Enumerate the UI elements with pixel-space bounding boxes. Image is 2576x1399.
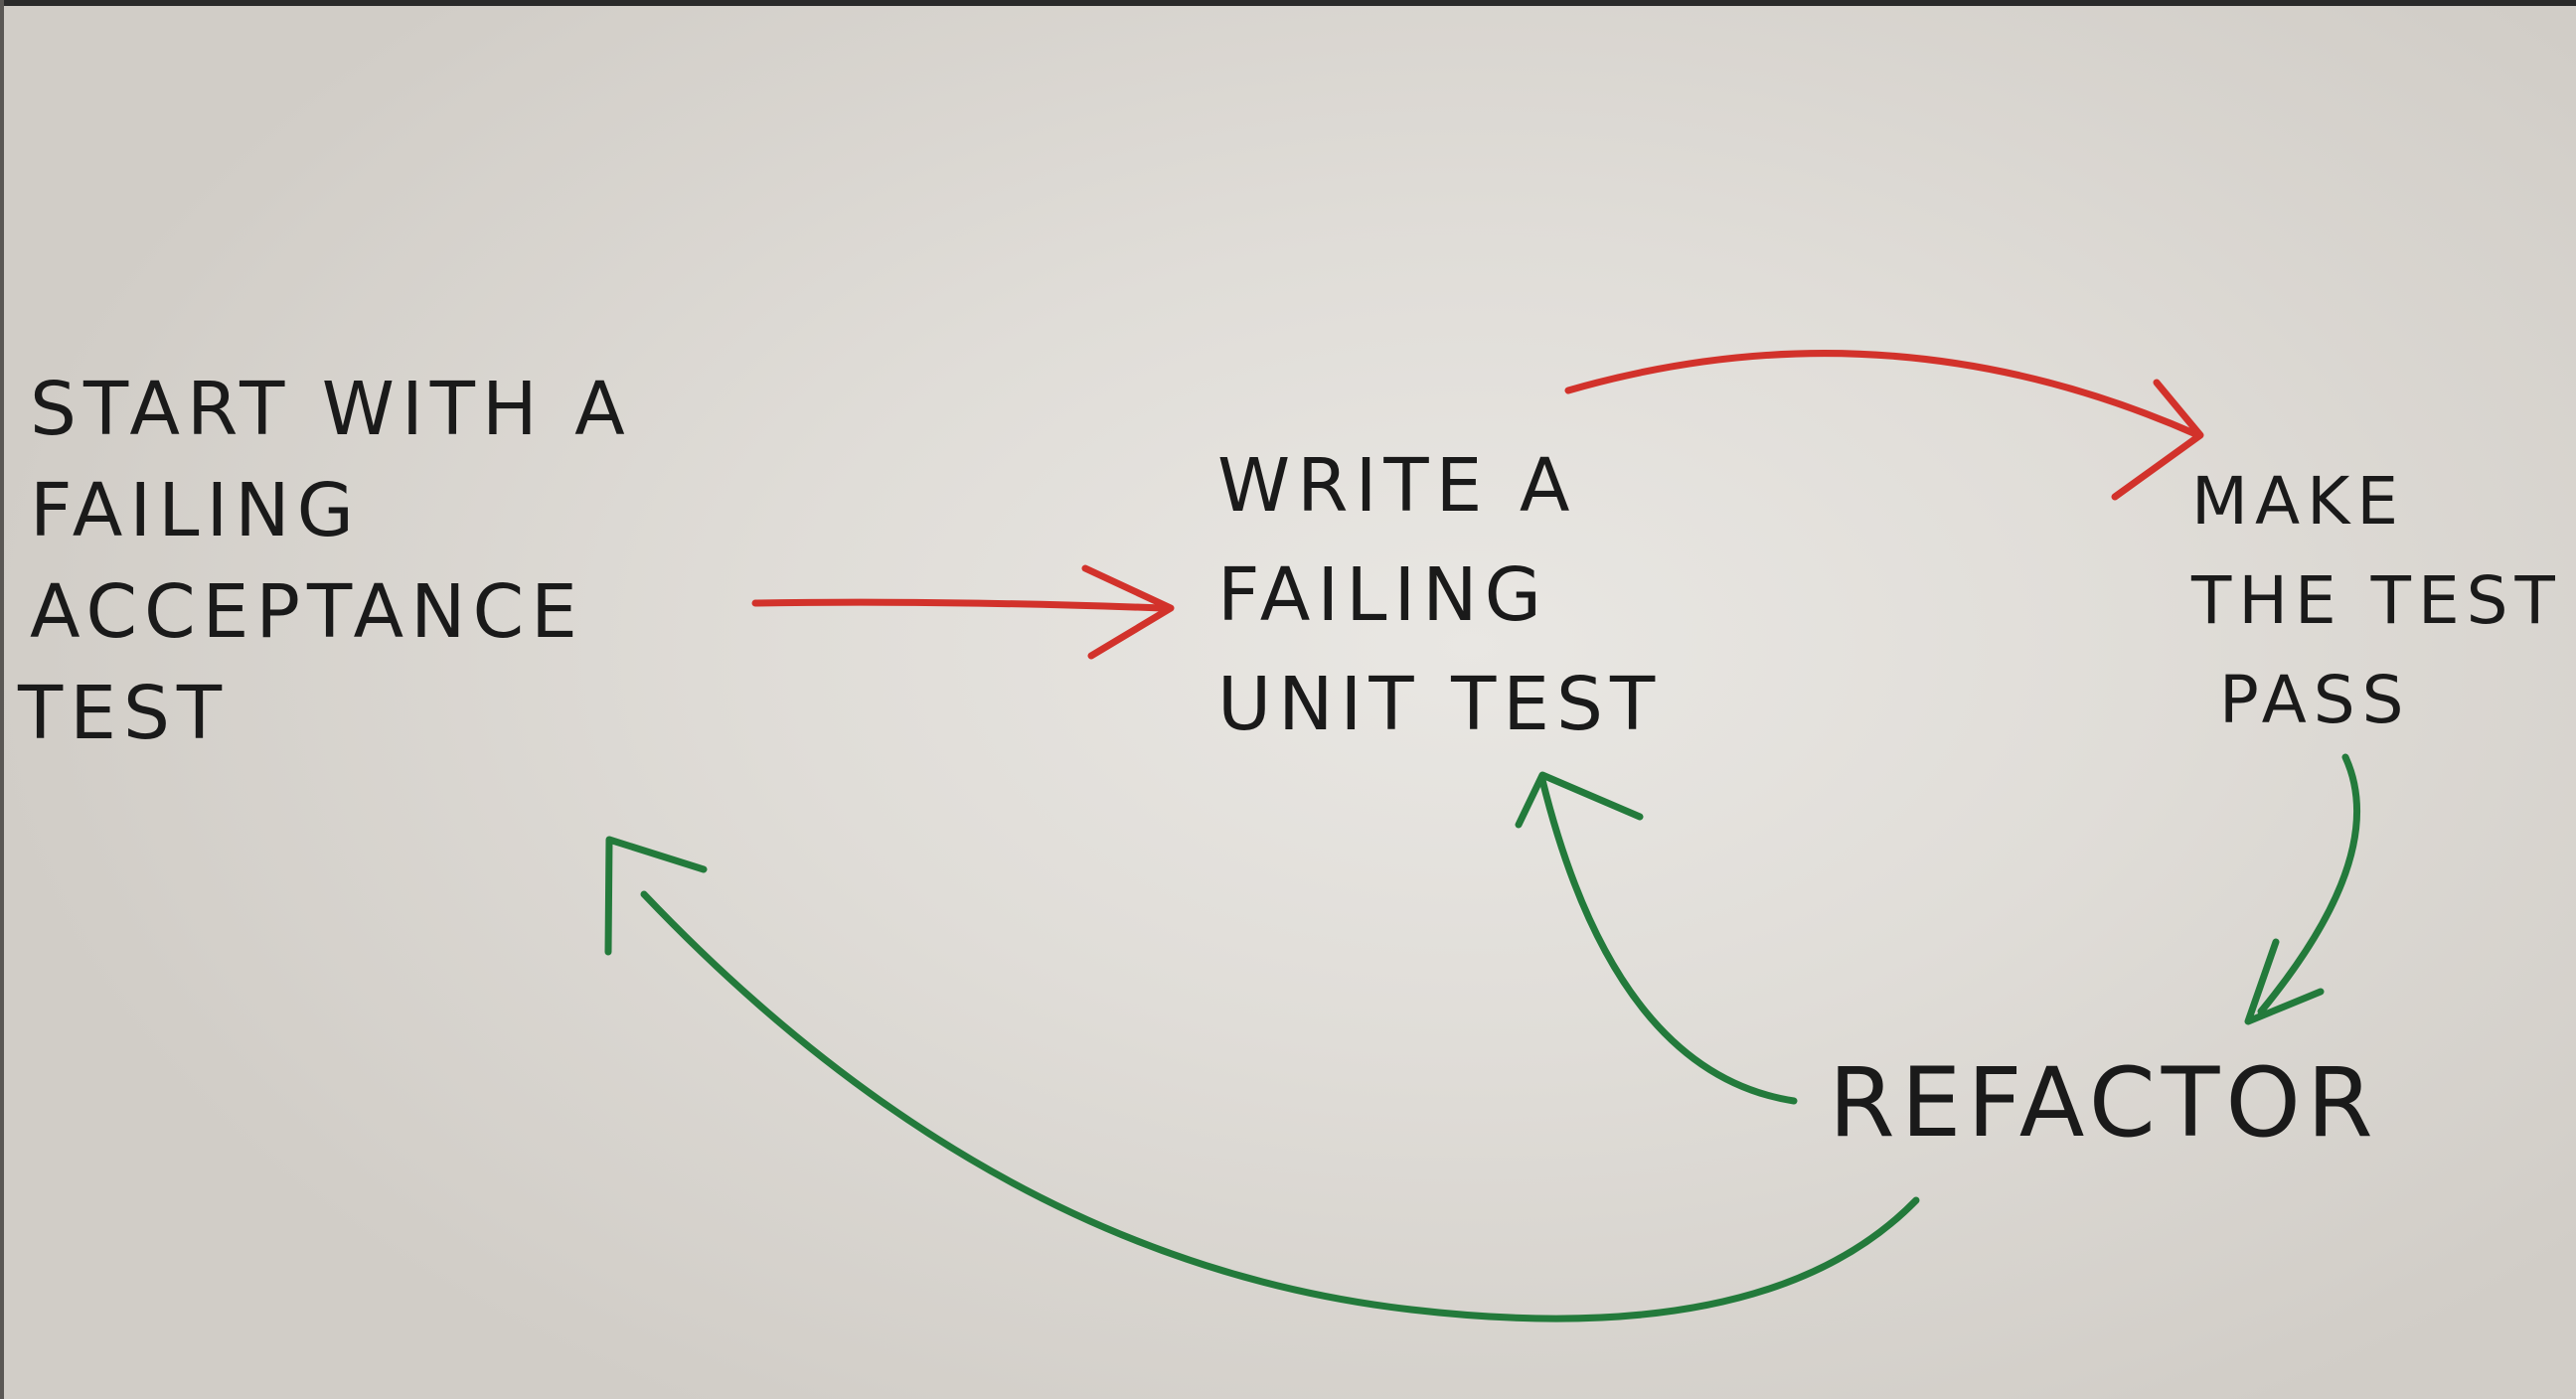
step-pass-line: PASS	[2219, 662, 2411, 738]
step-pass-line: MAKE	[2191, 463, 2406, 540]
arrow-refactor-to-unit	[1538, 776, 1798, 1105]
step-acceptance-line: ACCEPTANCE	[30, 569, 584, 655]
arrow-acceptance-to-unit	[751, 598, 1167, 612]
step-make-pass: MAKE THE TEST PASS	[2191, 469, 2562, 767]
arrow-refactor-to-unit-head	[1515, 771, 1644, 829]
arrow-refactor-to-acceptance-head	[604, 836, 708, 956]
step-acceptance-line: START WITH A	[30, 367, 632, 452]
step-unit-line: WRITE A	[1217, 443, 1577, 529]
step-refactor: REFACTOR	[1829, 1047, 2379, 1159]
arrow-unit-to-pass-head	[2111, 379, 2204, 501]
step-pass-line: THE TEST	[2191, 562, 2562, 639]
step-acceptance-line: TEST	[18, 671, 230, 756]
arrow-refactor-to-acceptance	[640, 890, 1920, 1322]
arrow-acceptance-to-unit-head	[1081, 564, 1175, 660]
arrow-pass-to-refactor-head	[2244, 938, 2325, 1025]
arrow-pass-to-refactor	[2257, 753, 2360, 1015]
arrow-unit-to-pass	[1564, 350, 2202, 439]
left-edge-shadow	[0, 0, 4, 1399]
top-edge-shadow	[0, 0, 2576, 6]
step-acceptance-line: FAILING	[30, 468, 361, 553]
step-acceptance-test: START WITH A FAILING ACCEPTANCE TEST	[18, 367, 632, 778]
step-unit-test: WRITE A FAILING UNIT TEST	[1217, 449, 1662, 777]
step-unit-line: UNIT TEST	[1217, 662, 1663, 747]
step-unit-line: FAILING	[1217, 552, 1548, 638]
